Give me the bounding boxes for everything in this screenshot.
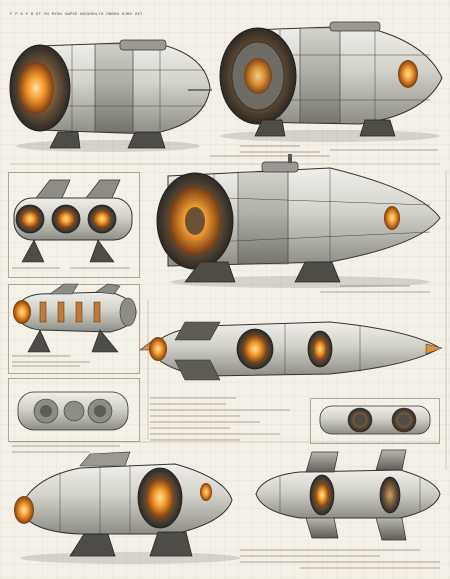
ship-top-right [219, 21, 443, 142]
ship-left-mid [13, 179, 133, 263]
sheet-header-text: F P 8 P B DT CN RYXN UWPXE WOSARHLTH OBR… [10, 13, 142, 17]
ship-center [156, 154, 441, 288]
ship-left-lower [13, 283, 137, 353]
ship-bottom-left [14, 451, 240, 564]
ship-bottom-right [255, 449, 441, 541]
ship-top-left [9, 39, 212, 152]
ship-center-long [139, 321, 443, 381]
detail-left-bottom [17, 391, 129, 431]
detail-right-portholes [319, 405, 431, 435]
annotation-lines [12, 145, 440, 569]
dimension-marks [10, 163, 447, 470]
